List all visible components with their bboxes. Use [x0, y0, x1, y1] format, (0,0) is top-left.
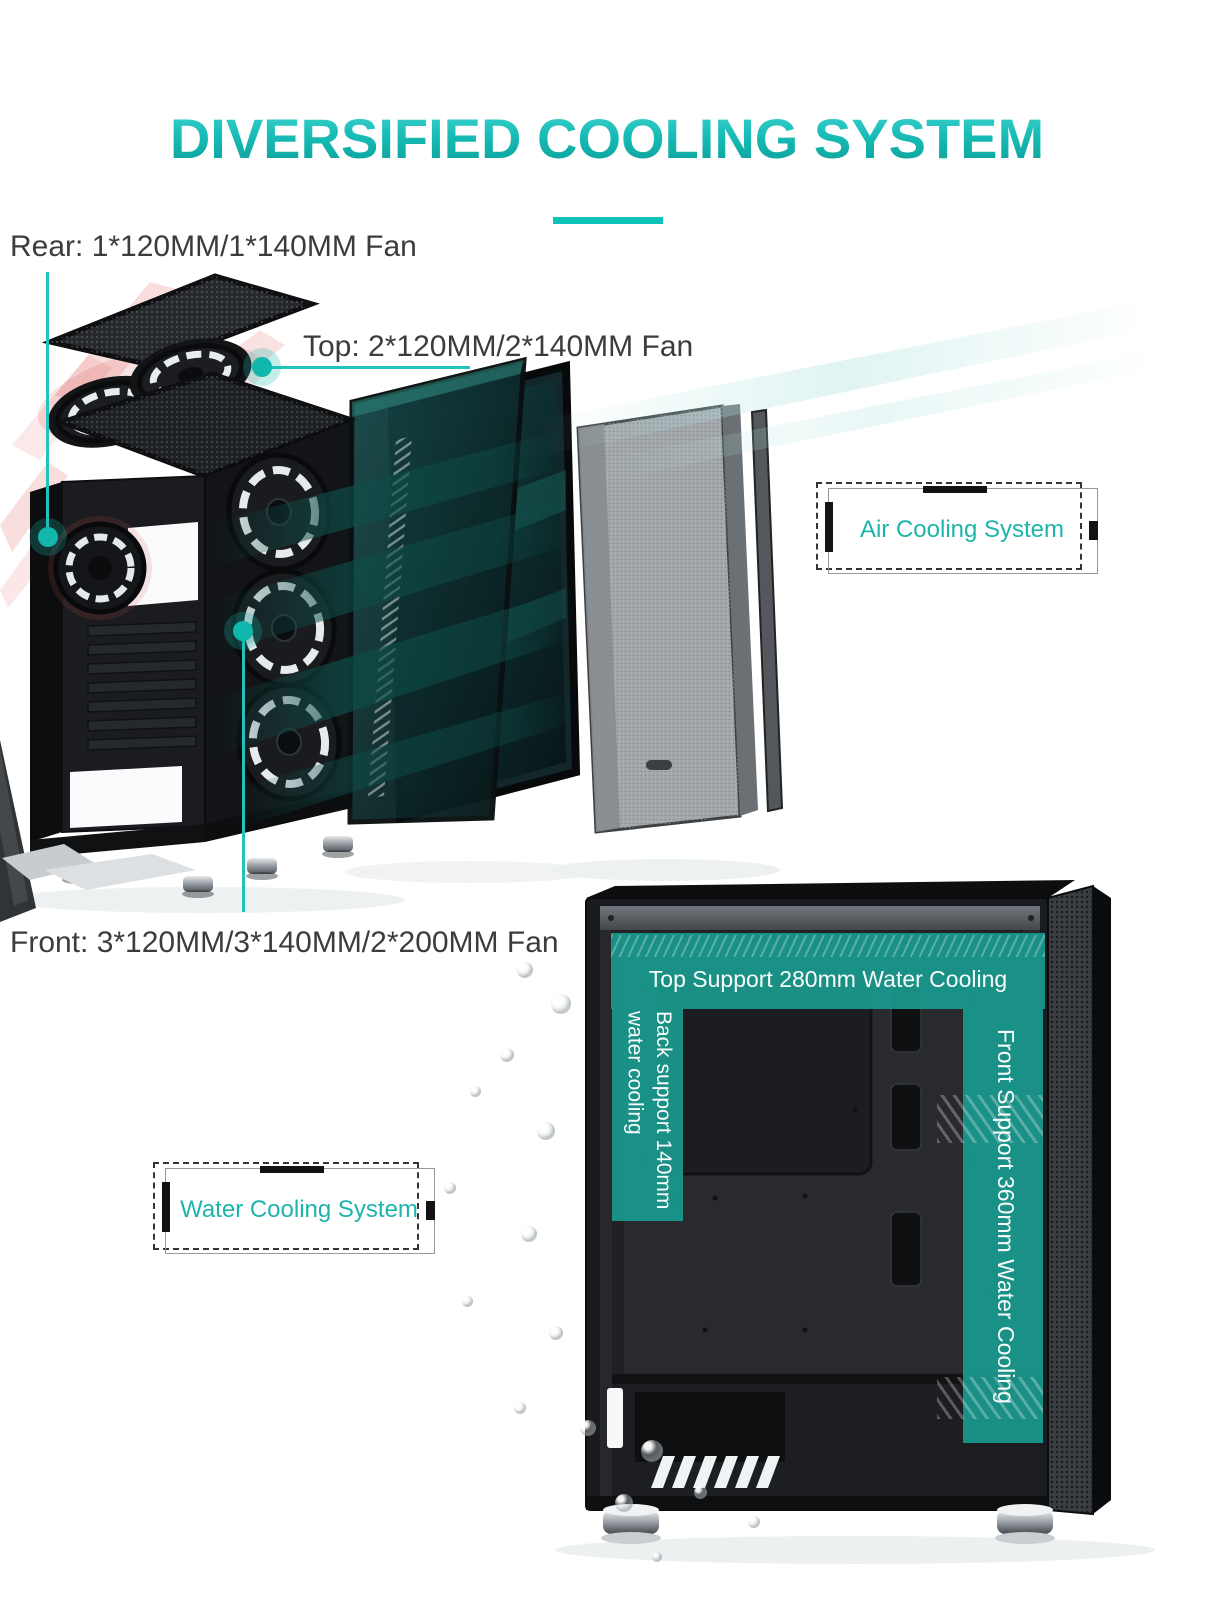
exploded-case-illustration [0, 273, 1160, 922]
water-droplet [517, 962, 533, 978]
back-support-label-line2: water cooling [623, 1011, 647, 1135]
rear-connector-dot-icon [38, 527, 58, 547]
callout-right-bar [426, 1201, 435, 1220]
water-droplet [748, 1516, 760, 1528]
case2-feet [601, 1504, 1055, 1544]
callout-left-bar [825, 502, 833, 552]
front-fan-label: Front: 3*120MM/3*140MM/2*200MM Fan [10, 926, 559, 959]
callout-left-bar [162, 1182, 170, 1232]
rear-connector-line [46, 272, 49, 534]
water-droplet [514, 1402, 526, 1414]
water-droplet [500, 1048, 514, 1062]
light-airflow-beams [540, 300, 1160, 482]
front-support-overlay: Front Support 360mm Water Cooling [937, 1009, 1043, 1443]
water-droplet [641, 1440, 663, 1462]
rear-fan-label: Rear: 1*120MM/1*140MM Fan [10, 230, 417, 263]
ground-shadow [555, 1536, 1155, 1564]
front-connector-line [242, 640, 245, 912]
water-droplet [470, 1086, 481, 1097]
water-droplet [549, 1326, 563, 1340]
callout-dashed-frame [153, 1162, 419, 1250]
water-droplet [551, 994, 571, 1014]
water-droplet [521, 1226, 537, 1242]
water-cooling-label: Water Cooling System [180, 1196, 418, 1223]
water-droplet [462, 1296, 473, 1307]
air-cooling-label: Air Cooling System [859, 516, 1065, 543]
top-mesh-filter [41, 273, 320, 368]
title-underline-bar [553, 217, 663, 224]
top-fan-label: Top: 2*120MM/2*140MM Fan [303, 330, 694, 363]
water-droplet [537, 1122, 555, 1140]
top-connector-line [262, 366, 470, 369]
top-connector-dot-icon [252, 357, 272, 377]
air-cooling-callout: Air Cooling System [816, 482, 1098, 574]
water-droplet [580, 1420, 596, 1436]
case-body [30, 371, 360, 898]
callout-dashed-frame [816, 482, 1082, 570]
front-connector-dot-icon [233, 621, 253, 641]
hatch-stripes [937, 1377, 1043, 1419]
ground-shadows [5, 859, 780, 913]
callout-right-bar [1089, 521, 1098, 540]
monitor-and-keyboard [0, 740, 196, 922]
front-support-label: Front Support 360mm Water Cooling [993, 1029, 1019, 1404]
water-cooling-callout: Water Cooling System [153, 1162, 435, 1254]
water-droplet [694, 1486, 707, 1499]
back-support-overlay: Back support 140mm water cooling [612, 1009, 683, 1221]
callout-top-bar [923, 486, 987, 493]
top-support-overlay: Top Support 280mm Water Cooling [611, 933, 1045, 1009]
hatch-stripes [937, 1095, 1043, 1143]
callout-top-bar [260, 1166, 324, 1173]
teal-airflow-beams [215, 430, 576, 828]
back-support-label-line1: Back support 140mm [652, 1011, 675, 1210]
water-droplet [615, 1494, 633, 1512]
vent-slats [651, 1456, 780, 1488]
water-droplet [444, 1182, 456, 1194]
water-droplet [652, 1552, 662, 1562]
top-support-label: Top Support 280mm Water Cooling [648, 965, 1008, 992]
mesh-front-panel [576, 404, 784, 834]
page-title: DIVERSIFIED COOLING SYSTEM [0, 106, 1214, 171]
